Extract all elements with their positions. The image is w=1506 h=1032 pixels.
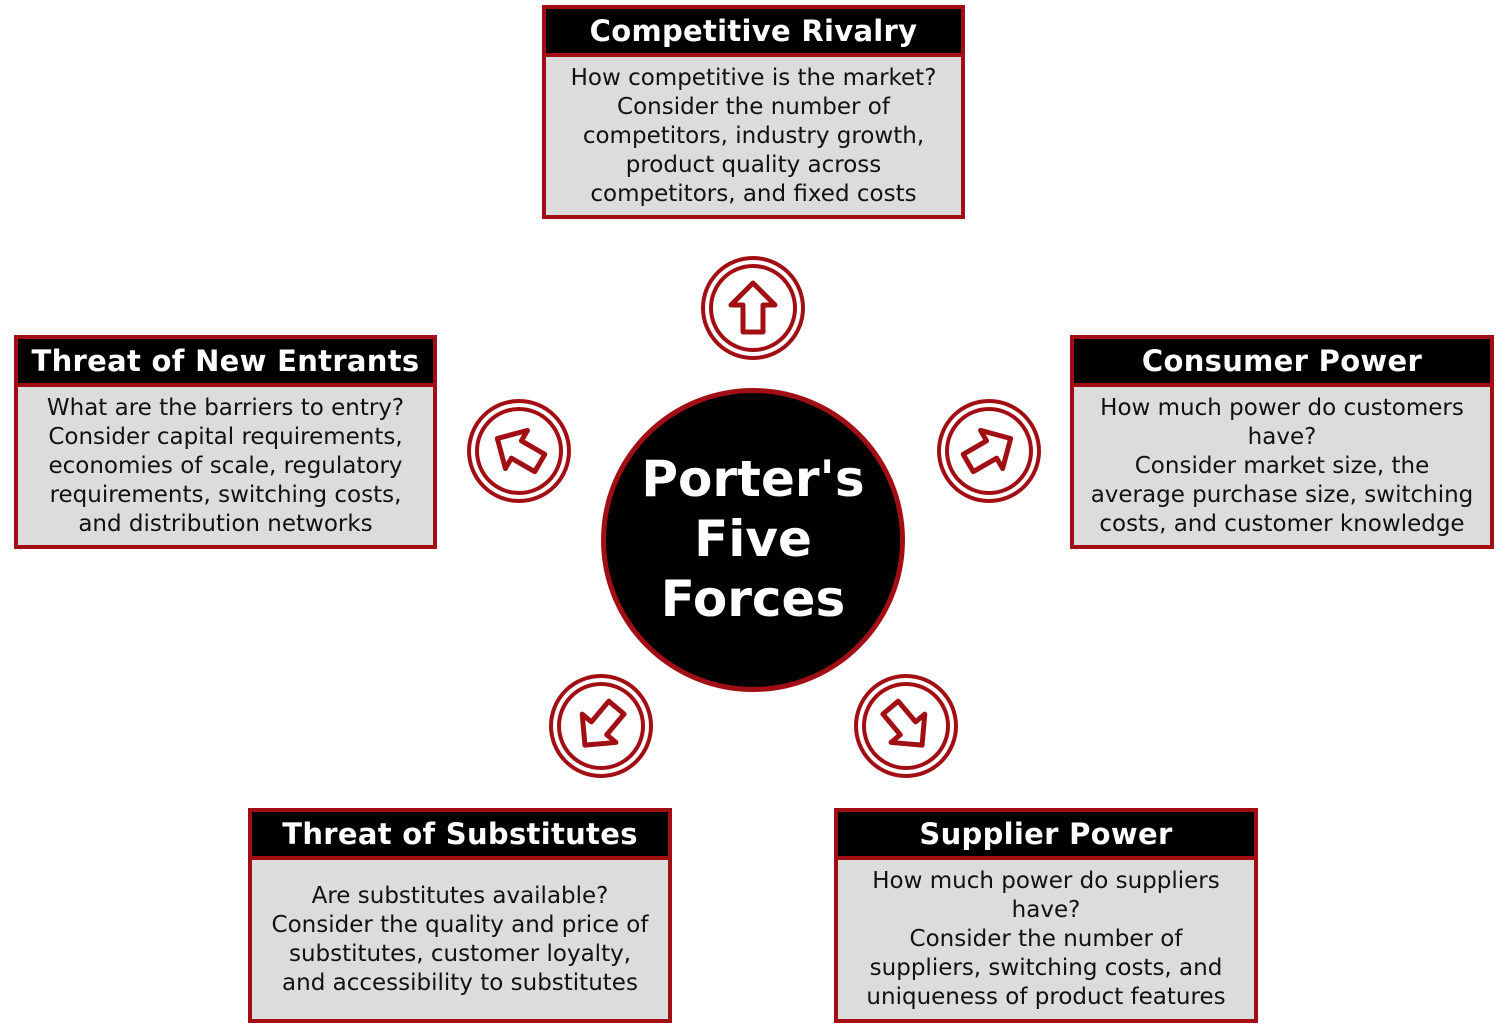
description-line: Consider market size, the [1134,452,1430,479]
description-line: How much power do customers [1100,394,1464,421]
description-line: and accessibility to substitutes [282,969,638,996]
competitive-rivalry-card: Competitive Rivalry How competitive is t… [542,5,965,219]
description-line: Consider the number of [909,926,1183,952]
description-line: substitutes, customer loyalty, [288,940,632,967]
competitive-rivalry-title: Competitive Rivalry [546,9,961,57]
supplier-power-title: Supplier Power [838,812,1254,860]
porters-five-forces-center: Porter's Five Forces [601,388,905,692]
consumer-power-title: Consumer Power [1074,339,1490,387]
supplier-power-card: Supplier Power How much power do supplie… [834,808,1258,1023]
center-title-line: Forces [660,570,846,628]
competitive-rivalry-description: How competitive is the market? Consider … [546,57,961,215]
description-line: How competitive is the market? [570,64,937,91]
threat-of-new-entrants-description: What are the barriers to entry? Consider… [18,387,433,545]
arrow-up-right-circle-icon [937,399,1041,503]
threat-of-substitutes-card: Threat of Substitutes Are substitutes av… [248,808,672,1023]
description-line: Consider the quality and price of [271,911,649,938]
supplier-power-description: How much power do suppliers have? Consid… [838,860,1254,1019]
description-line: have? [1011,897,1081,923]
description-line: have? [1247,423,1317,450]
center-title-line: Five [694,510,812,568]
description-line: Are substitutes available? [311,882,609,909]
description-line: product quality across [625,151,882,178]
description-line: economies of scale, regulatory [48,452,403,479]
description-line: competitors, industry growth, [582,122,925,149]
consumer-power-card: Consumer Power How much power do custome… [1070,335,1494,549]
description-line: costs, and customer knowledge [1099,510,1465,537]
description-line: Consider capital requirements, [48,423,403,450]
description-line: What are the barriers to entry? [46,394,405,421]
description-line: competitors, and fixed costs [590,180,917,207]
consumer-power-description: How much power do customers have? Consid… [1074,387,1490,545]
threat-of-new-entrants-card: Threat of New Entrants What are the barr… [14,335,437,549]
description-line: uniqueness of product features [866,984,1226,1010]
description-line: suppliers, switching costs, and [869,955,1223,981]
threat-of-new-entrants-title: Threat of New Entrants [18,339,433,387]
arrow-up-circle-icon [701,256,805,360]
center-title: Porter's Five Forces [641,449,864,629]
description-line: Consider the number of [617,93,890,120]
arrow-down-left-circle-icon [549,674,653,778]
threat-of-substitutes-title: Threat of Substitutes [252,812,668,860]
arrow-up-left-circle-icon [467,399,571,503]
arrow-down-right-circle-icon [854,674,958,778]
description-line: and distribution networks [78,510,373,537]
description-line: requirements, switching costs, [49,481,402,508]
description-line: How much power do suppliers [872,868,1220,894]
center-title-line: Porter's [641,450,865,508]
description-line: average purchase size, switching [1090,481,1474,508]
threat-of-substitutes-description: Are substitutes available? Consider the … [252,860,668,1019]
